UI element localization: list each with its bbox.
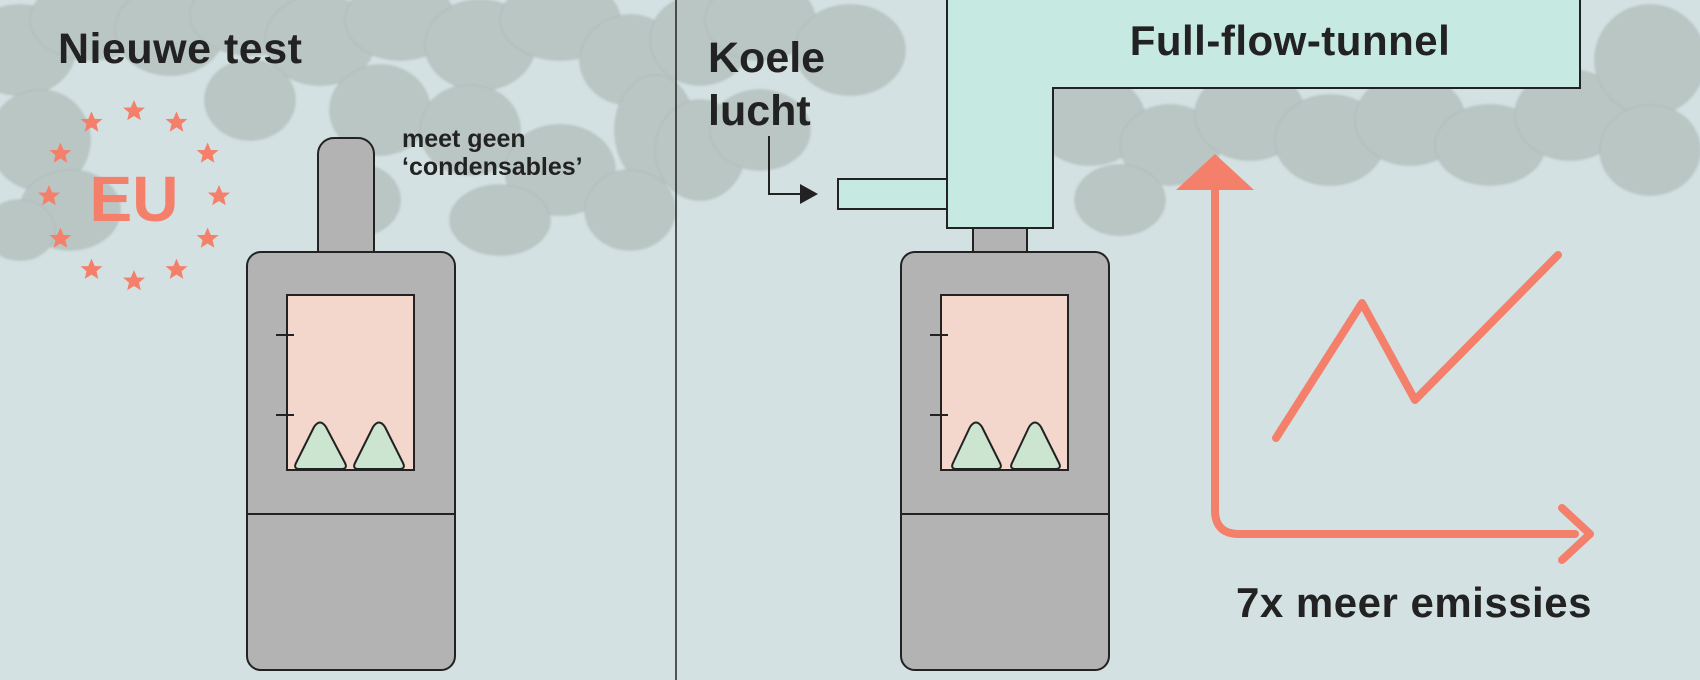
tunnel-duct xyxy=(946,0,1581,229)
eu-emblem: EU xyxy=(38,100,230,291)
air-arrow-head xyxy=(800,184,818,204)
smoke-puff xyxy=(0,199,56,261)
eu-star xyxy=(123,270,145,291)
stove-right xyxy=(900,251,1110,671)
smoke-puff xyxy=(1594,4,1700,116)
smoke-puff xyxy=(1599,104,1700,196)
eu-star xyxy=(196,142,219,163)
smoke-puff xyxy=(1074,164,1166,236)
flame xyxy=(1010,421,1061,470)
eu-star xyxy=(165,258,188,279)
smoke-puff xyxy=(419,84,521,176)
air-arrow xyxy=(768,136,800,195)
emissions-graph xyxy=(1176,154,1594,564)
graph-axes xyxy=(1211,176,1579,538)
eu-star xyxy=(208,185,230,206)
flame xyxy=(951,421,1002,470)
note-line: meet geen xyxy=(402,125,526,153)
graph-arrow-y xyxy=(1176,154,1254,190)
air-inlet-pipe xyxy=(837,178,949,210)
air-label-line: lucht xyxy=(708,87,811,135)
smoke-puff xyxy=(709,89,811,171)
graph-arrow-x xyxy=(1558,504,1594,564)
smoke-puff xyxy=(504,124,616,216)
smoke-puff xyxy=(449,184,551,256)
smoke-puff xyxy=(204,59,296,141)
eu-star xyxy=(80,258,103,279)
smoke-puff xyxy=(794,4,906,96)
eu-text: EU xyxy=(90,163,179,235)
air-label-line: Koele xyxy=(708,34,826,82)
condensables-note: meet geen ‘condensables’ xyxy=(402,125,583,181)
full-flow-tunnel xyxy=(768,0,1581,257)
stove-left xyxy=(246,137,456,671)
flame xyxy=(353,421,405,470)
eu-star xyxy=(165,111,188,132)
stove-chimney xyxy=(317,137,375,267)
smoke-cloud xyxy=(0,0,1700,261)
page-title: Nieuwe test xyxy=(58,25,303,73)
eu-star xyxy=(123,100,145,121)
smoke-puff xyxy=(584,169,676,251)
emissions-label: 7x meer emissies xyxy=(1236,579,1592,626)
tunnel-label: Full-flow-tunnel xyxy=(1129,17,1451,64)
emissions-trend-line xyxy=(1272,251,1562,442)
note-line: ‘condensables’ xyxy=(402,152,583,181)
eu-star xyxy=(196,227,219,248)
flame xyxy=(294,421,347,470)
